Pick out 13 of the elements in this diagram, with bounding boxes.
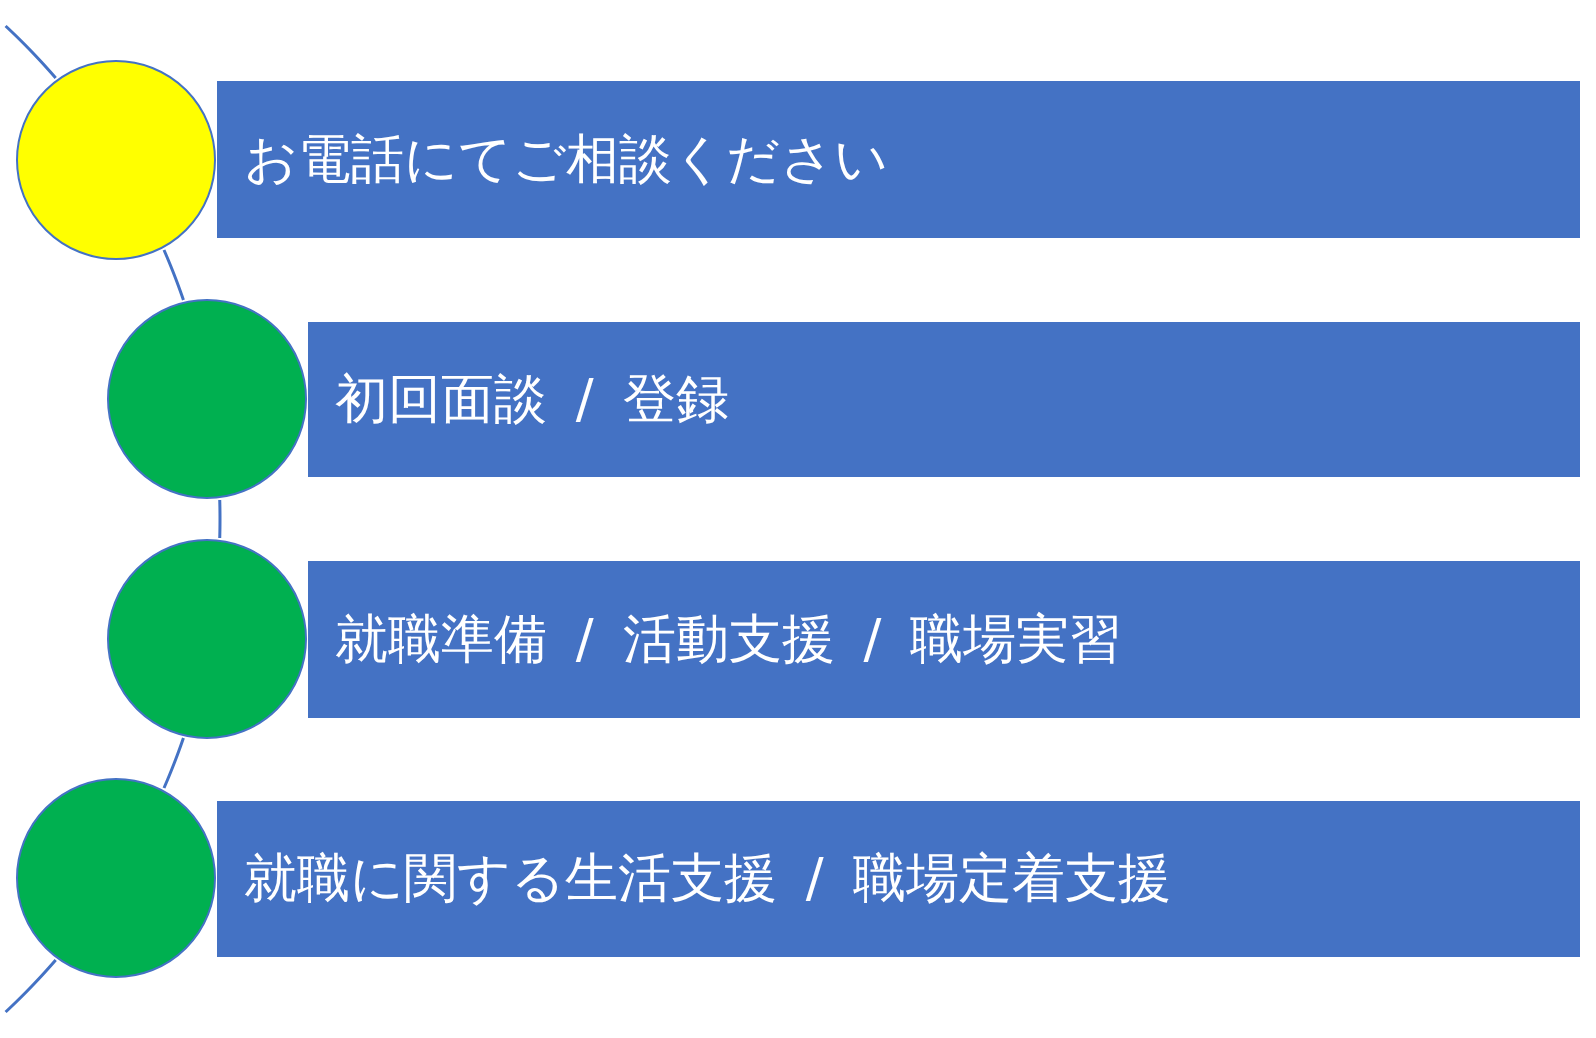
step-label: 就職準備 / 活動支援 / 職場実習	[335, 606, 1123, 671]
step-band	[217, 801, 1580, 957]
step-band	[217, 81, 1580, 238]
step-band	[308, 322, 1580, 477]
connector-line	[162, 737, 185, 789]
step-band	[308, 561, 1580, 718]
connector-line	[218, 499, 222, 539]
connector-line	[4, 959, 57, 1014]
connector-line	[162, 249, 185, 301]
step-label: お電話にてご相談ください	[244, 126, 888, 191]
connector-line	[4, 24, 57, 79]
step-label: 就職に関する生活支援 / 職場定着支援	[244, 846, 1171, 910]
step-label: 初回面談 / 登録	[335, 366, 729, 431]
